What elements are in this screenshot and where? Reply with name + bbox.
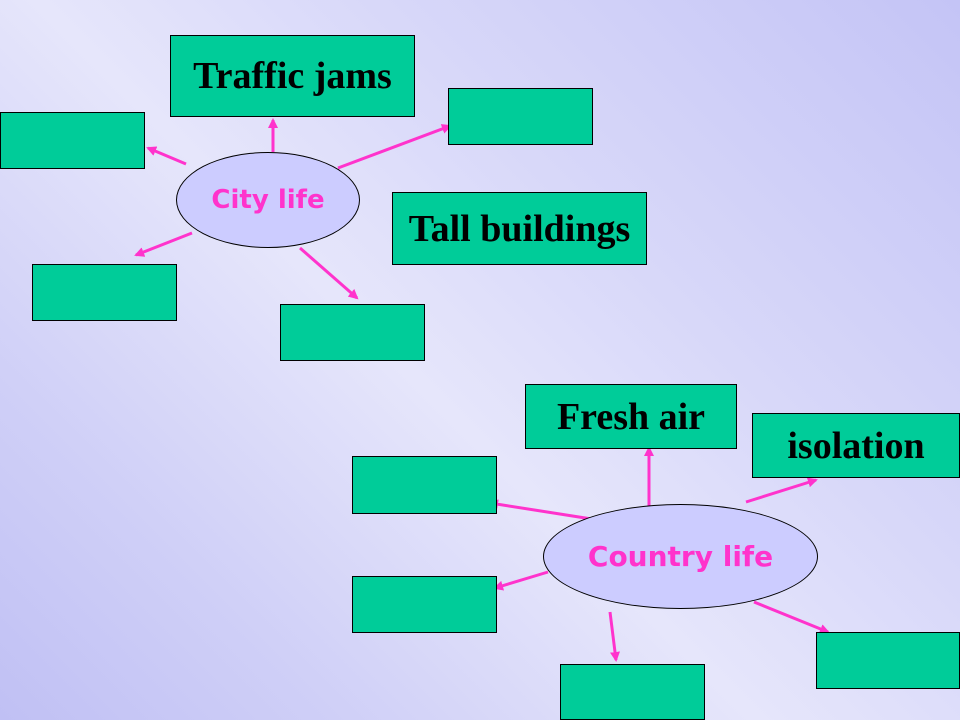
country-blank-box-left-bottom [352, 576, 497, 633]
city-tall-buildings-box: Tall buildings [392, 192, 647, 265]
country-fresh-air-box: Fresh air [525, 384, 737, 449]
country-blank-box-left-top [352, 456, 497, 514]
city-blank-box-bottom-left [32, 264, 177, 321]
arrow-country-bottom-right [753, 600, 830, 634]
city-blank-box-top-left [0, 112, 145, 169]
arrow-country-bottom [608, 611, 620, 662]
country-isolation-box: isolation [752, 413, 960, 478]
arrow-city-bottom-left [134, 231, 193, 257]
city-blank-box-top-right [448, 88, 593, 145]
arrow-country-left-bottom [493, 570, 549, 591]
arrow-city-top-right [337, 124, 452, 170]
city-blank-box-bottom-right [280, 304, 425, 361]
arrow-city-top-left [146, 146, 187, 166]
country-life-hub: Country life [543, 504, 818, 609]
city-traffic-jams-box: Traffic jams [170, 35, 415, 117]
city-life-hub: City life [176, 152, 360, 248]
arrow-country-left-top [488, 499, 599, 522]
arrow-country-isolation [745, 477, 818, 504]
country-blank-box-bottom [560, 664, 705, 720]
arrow-city-bottom-right [299, 246, 359, 300]
country-blank-box-bottom-right [816, 632, 960, 689]
